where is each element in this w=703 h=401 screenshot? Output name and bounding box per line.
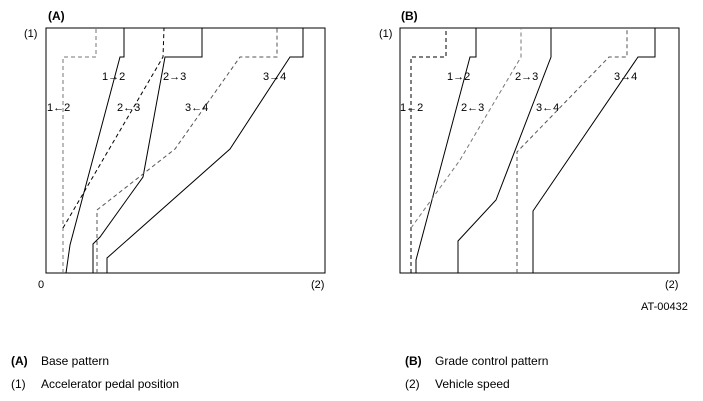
legend-key-b: (B): [405, 354, 422, 368]
panel-a-upshift-3-4-line: [106, 28, 304, 273]
panel-b: (B) (1) (2) 1→2 2→3 3→4 1←2 2←3 3←4: [379, 9, 680, 291]
panel-a-label-down-1-2: 1←2: [47, 102, 70, 114]
panel-b-downshift-2-3-line: [410, 28, 522, 229]
legend-text-1: Accelerator pedal position: [41, 377, 180, 391]
legend-item-a: (A) Base pattern: [11, 354, 109, 368]
panel-a-label: (A): [48, 9, 65, 23]
panel-a-origin-label: 0: [38, 279, 44, 291]
legend-text-a: Base pattern: [41, 354, 110, 368]
panel-b-label-down-3-4: 3←4: [536, 102, 559, 114]
panel-a-x-axis-label: (2): [311, 279, 324, 291]
panel-b-frame: [399, 27, 680, 274]
figure-id: AT-00432: [641, 301, 688, 313]
legend-key-a: (A): [11, 354, 28, 368]
panel-b-y-axis-label: (1): [379, 28, 392, 40]
panel-a-frame: [45, 27, 326, 274]
panel-b-downshift-1-2-line: [410, 28, 447, 273]
legend-text-b: Grade control pattern: [435, 354, 549, 368]
panel-a-label-up-3-4: 3→4: [263, 71, 286, 83]
panel-a-upshift-2-3-line: [92, 28, 203, 273]
panel-a-label-down-2-3: 2←3: [117, 102, 140, 114]
legend-text-2: Vehicle speed: [435, 377, 510, 391]
panel-b-label-up-2-3: 2→3: [515, 71, 538, 83]
panel-b-upshift-1-2-line: [415, 28, 477, 273]
legend-key-1: (1): [11, 377, 26, 391]
panel-a-downshift-3-4-line: [96, 28, 278, 273]
panel-a-label-up-1-2: 1→2: [102, 71, 125, 83]
panel-a-label-down-3-4: 3←4: [185, 102, 208, 114]
panel-b-upshift-2-3-line: [457, 28, 552, 273]
panel-a-upshift-1-2-line: [65, 28, 125, 274]
panel-b-label-down-1-2: 1←2: [400, 102, 423, 114]
panel-b-label: (B): [401, 9, 418, 23]
panel-b-label-up-1-2: 1→2: [447, 71, 470, 83]
panel-b-downshift-3-4-line: [516, 28, 628, 273]
panel-a-label-up-2-3: 2→3: [163, 71, 186, 83]
panel-a-downshift-2-3-line: [62, 27, 165, 229]
panel-a-downshift-1-2-line-upper: [62, 28, 97, 273]
legend-item-2: (2) Vehicle speed: [405, 377, 510, 391]
legend-item-b: (B) Grade control pattern: [405, 354, 548, 368]
legend-item-1: (1) Accelerator pedal position: [11, 377, 179, 391]
panel-a: (A) (1) 0 (2) 1→2 2→3 3→4 1←2 2←3 3←4: [24, 9, 326, 291]
panel-a-y-axis-label: (1): [24, 28, 37, 40]
panel-b-x-axis-label: (2): [665, 279, 678, 291]
legend-key-2: (2): [405, 377, 420, 391]
panel-b-label-up-3-4: 3→4: [614, 71, 637, 83]
panel-b-label-down-2-3: 2←3: [461, 102, 484, 114]
panel-b-upshift-3-4-line: [532, 28, 656, 273]
